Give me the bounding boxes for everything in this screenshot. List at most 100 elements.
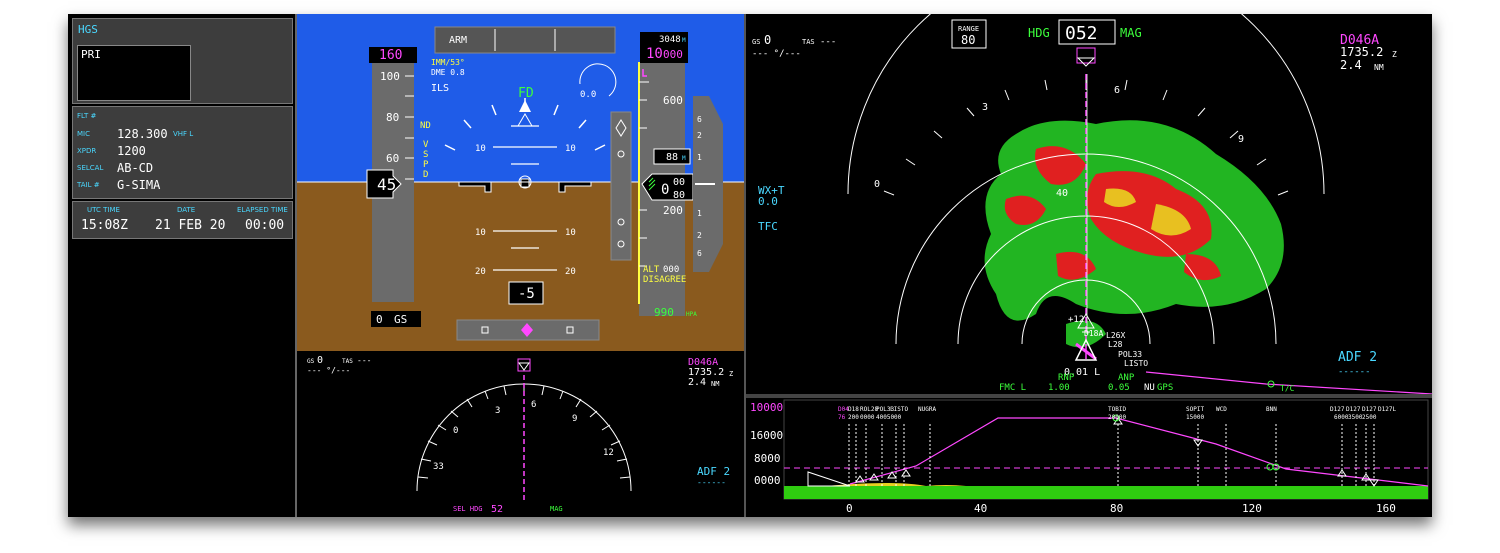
nd-heading: 052 [1065,23,1098,44]
nd-small-tas: --- [357,356,371,365]
nd-small-waypoint: D046A [688,357,718,368]
nd-fmc: FMC L [999,383,1026,393]
nd-heading-bug [1076,47,1096,64]
vsi-tick-m6: 6 [697,249,702,258]
vs-box [508,281,544,305]
nd-small-eta: 1735.2 [688,367,724,378]
nd-wpt-listo: LISTO [1124,359,1148,368]
nd-track-distance: 0.01 L [1064,367,1100,378]
hgs-mode-box[interactable]: PRI [77,45,191,101]
vsd-wpt-name-6: TOBID [1108,406,1126,413]
nd-graphic: 3 6 9 0 40 GS 0 TAS --- --- °/--- RANGE … [752,14,1432,394]
xpdr-code[interactable]: 1200 [117,144,146,158]
vspd-s: S [423,150,428,160]
nd-tfc[interactable]: TFC [758,220,778,233]
vspd-p: P [423,160,429,170]
nd-wpt-l28: L28 [1108,340,1123,349]
nd-range: 80 [961,33,975,47]
mic-label: MIC [77,130,90,138]
vsi-tick-2: 2 [697,131,702,140]
hgs-box: HGS PRI [72,18,293,104]
vsd-y-0000: 0000 [754,474,781,487]
alt-disagree-1: ALT [643,265,660,275]
tail-number: G-SIMA [117,178,161,192]
nd-small-compass-0: 0 [453,426,458,436]
vsd-vertical-profile [849,417,1429,487]
nd-adf: ADF 2 [1338,350,1377,365]
vsd-y-8000: 8000 [754,452,781,465]
primary-flight-display: ARM 160 100 80 60 45 ND V S P D 0 GS IMM… [297,14,744,351]
utc-time: 15:08Z [81,218,128,233]
speed-bug-box [369,47,417,63]
vsd-wpt-name-4: LISTO [890,406,908,413]
pitch-label-10-right: 10 [565,144,576,154]
nd-wpt-l26x: L26X [1106,331,1125,340]
vsd-wpt-name-9: BNN [1266,406,1277,413]
navigation-display-small: GS 0 TAS --- --- °/--- D046A 1735.2 Z 2.… [297,351,744,517]
nd-nuds: NU [1144,383,1155,393]
nd-mag: MAG [1120,26,1142,40]
baro-setting[interactable]: 990 [654,306,674,319]
elapsed-time[interactable]: 00:00 [245,218,285,233]
nd-wpt-pol33: POL33 [1118,350,1142,359]
vsd-x-40: 40 [974,502,987,515]
altitude-metric: 3048 [659,35,681,45]
vsd-constraint-markers [855,417,1379,487]
ownship-symbol [1074,338,1098,361]
nd-wx-value: 0.0 [758,195,778,208]
pitch-label-m10-left: 10 [475,228,486,238]
nd-small-wind: --- °/--- [307,366,350,375]
baro-unit: HPA [686,311,697,318]
nd-small-eta-unit: Z [729,370,733,378]
nd-small-adf-dashes: ------ [697,478,726,487]
vsd-alt-bug: 10000 [750,401,783,414]
nd-range-box[interactable] [951,19,987,49]
nd-wx-label[interactable]: WX+T [758,184,785,197]
sel-hdg-label: SEL HDG [453,505,483,513]
speed-bug: 160 [379,48,402,63]
vsd-wpt-alt-6: 20000 [1108,414,1126,421]
heading-readout: 0.0 [580,90,596,100]
nd-small-compass-12: 12 [603,448,614,458]
nd-tas-label: TAS [802,38,815,46]
ils-label: ILS [431,83,449,94]
selcal-code: AB-CD [117,161,154,175]
dme-readout: DME 0.8 [431,68,465,77]
left-status-panel: HGS PRI FLT # MIC 128.300 VHF L XPDR 120… [68,14,295,517]
speed-tick-60: 60 [386,152,399,165]
nd-wind: --- °/--- [752,49,801,59]
nd-small-compass-3: 3 [495,406,500,416]
localizer-pointer [521,323,533,337]
vs-readout: -5 [518,286,535,302]
vspd-d: D [423,170,428,180]
utc-label: UTC TIME [87,206,120,214]
nd-heading-box [1058,19,1116,45]
flt-label: FLT # [77,112,97,120]
vsd-wpt-name-7: SOPIT [1186,406,1204,413]
alt-current-m-unit: M [682,155,686,162]
avionics-display-frame: HGS PRI FLT # MIC 128.300 VHF L XPDR 120… [68,14,1432,517]
nd-route-near [1075,342,1097,361]
nd-eta: 1735.2 [1340,45,1383,59]
aircraft-symbol [458,175,592,193]
nd-small-adf: ADF 2 [697,465,730,478]
vsd-wpt-alt-10: 6000 [1334,414,1349,421]
speed-tick-100: 100 [380,70,400,83]
sel-hdg-value[interactable]: 52 [491,504,503,515]
vsd-terrain [784,486,1428,499]
nd-small-mag: MAG [550,505,563,513]
vsd-wpt-name-2: ROL28 [860,406,878,413]
vsi-tick-m2: 2 [697,231,702,240]
nd-dist: 2.4 [1340,58,1362,72]
mic-freq[interactable]: 128.300 [117,127,168,141]
tc-marker [1267,380,1275,388]
vsd-wpt-name-8: WCD [1216,406,1227,413]
vsd-wpt-name-5: NUGRA [918,406,936,413]
panel-divider [295,14,297,517]
date-label: DATE [177,206,196,214]
speed-tick-80: 80 [386,111,399,124]
fma-box [434,26,616,54]
pfd-graphic: ARM 160 100 80 60 45 ND V S P D 0 GS IMM… [297,14,744,351]
vsd-x-axis: 0 40 80 120 160 [846,502,1396,515]
clock-box: UTC TIME 15:08Z DATE 21 FEB 20 ELAPSED T… [72,201,293,239]
